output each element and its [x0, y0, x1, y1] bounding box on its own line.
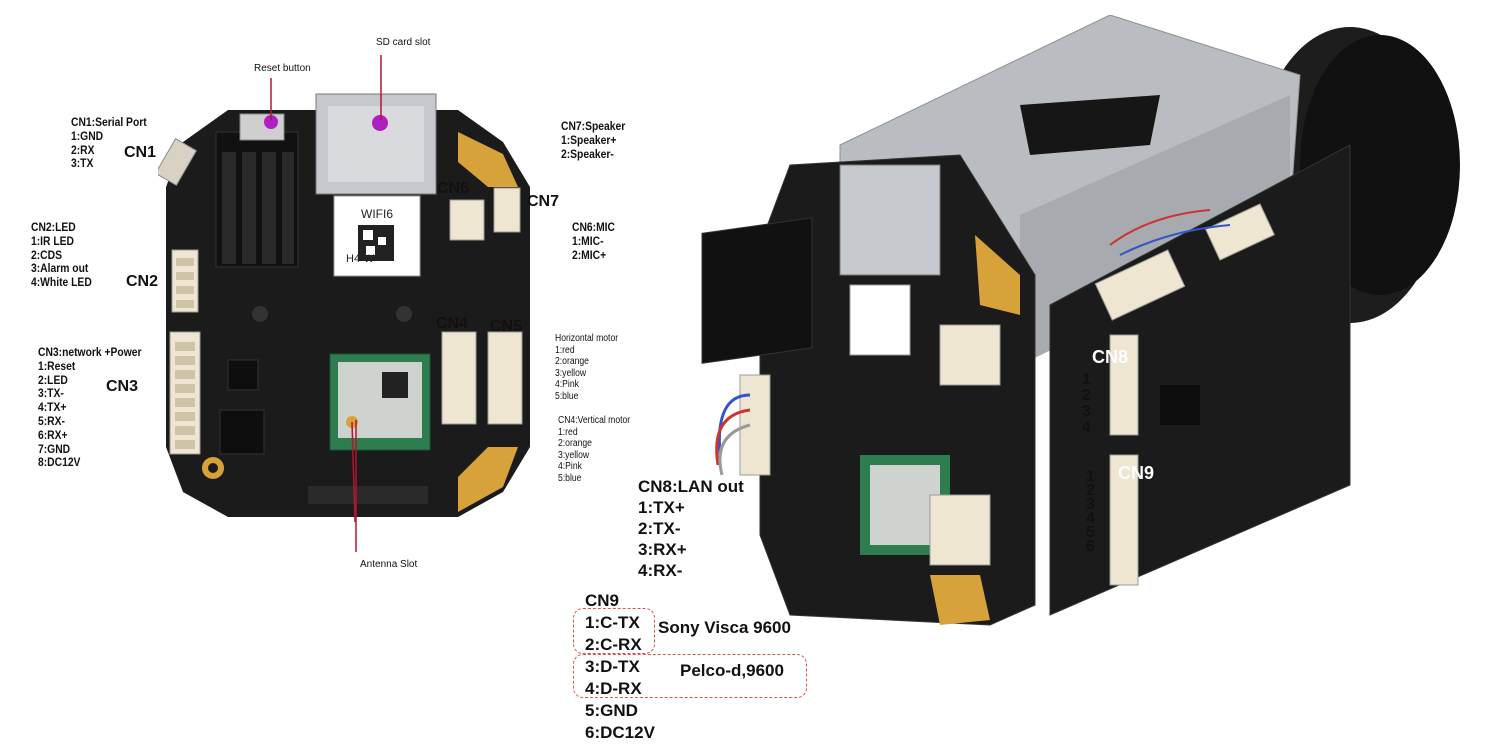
cn2-title: CN2:LED	[31, 220, 76, 234]
cn8-module-tag: CN8	[1092, 347, 1129, 367]
antenna-slot-callout: Antenna Slot	[360, 559, 418, 570]
cn9-pin-6: 6:DC12V	[585, 723, 655, 742]
cn6-pinout: CN6:MIC 1:MIC- 2:MIC+	[572, 220, 615, 262]
cn5-pin-3: 3:yellow	[555, 367, 587, 379]
cn4-title: CN4:Vertical motor	[558, 415, 631, 426]
cn9-module-pin-6: 6	[1086, 538, 1095, 555]
cn3-pin-1: 1:Reset	[38, 358, 76, 373]
cn9-pin-3: 3:D-TX	[585, 657, 640, 676]
cn7-pin-2: 2:Speaker-	[561, 146, 614, 161]
cn7-pin-1: 1:Speaker+	[561, 132, 617, 147]
cn2-pin-1: 1:IR LED	[31, 233, 75, 248]
cn3-pin-3: 3:TX-	[38, 386, 64, 401]
sony-visca-label: Sony Visca 9600	[658, 618, 791, 637]
chip-label-1: WIFI6	[361, 207, 393, 221]
cn9-pinout: CN9 1:C-TX 2:C-RX 3:D-TX 4:D-RX 5:GND 6:…	[585, 590, 655, 744]
cn3-pin-6: 6:RX+	[38, 427, 68, 442]
cn3-pin-8: 8:DC12V	[38, 455, 81, 470]
cn1-tag: CN1	[124, 144, 157, 161]
cn6-tag: CN6	[437, 180, 470, 197]
cn9-pin-5: 5:GND	[585, 701, 638, 720]
cn9-module-pin-5: 5	[1086, 524, 1095, 541]
cn9-module-pin-2: 2	[1086, 482, 1095, 499]
cn6-title: CN6:MIC	[572, 220, 615, 234]
cn9-module-pins: 1 2 3 4 5 6	[1086, 468, 1095, 555]
cn3-pinout: CN3:network +Power 1:Reset 2:LED 3:TX- 4…	[38, 345, 142, 470]
cn9-module-pin-4: 4	[1086, 510, 1095, 527]
cn4-pin-3: 3:yellow	[558, 449, 590, 461]
cn8-pin-2: 2:TX-	[638, 519, 681, 538]
chip-label-2: H4-W	[346, 253, 375, 265]
cn5-tag: CN5	[490, 318, 523, 335]
cn1-title: CN1:Serial Port	[71, 115, 147, 129]
cn9-title: CN9	[585, 591, 620, 610]
cn9-module-tag: CN9	[1118, 463, 1155, 483]
cn8-pin-3: 3:RX+	[638, 540, 687, 559]
cn7-tag: CN7	[527, 193, 560, 210]
cn1-pin-3: 3:TX	[71, 156, 94, 171]
cn2-pin-3: 3:Alarm out	[31, 261, 89, 276]
cn3-pin-5: 5:RX-	[38, 413, 65, 428]
cn4-pinout: CN4:Vertical motor 1:red 2:orange 3:yell…	[558, 415, 630, 484]
cn9-module-pin-3: 3	[1086, 496, 1095, 513]
sony-visca-group	[573, 608, 655, 654]
cn7-pinout: CN7:Speaker 1:Speaker+ 2:Speaker-	[561, 119, 626, 161]
cn5-title: Horizontal motor	[555, 333, 619, 344]
cn8-module-pin-2: 2	[1082, 387, 1091, 404]
cn8-pin-4: 4:RX-	[638, 561, 683, 580]
cn5-pin-5: 5:blue	[555, 390, 579, 402]
cn3-title: CN3:network +Power	[38, 345, 142, 359]
cn9-pin-1: 1:C-TX	[585, 613, 640, 632]
cn2-pinout: CN2:LED 1:IR LED 2:CDS 3:Alarm out 4:Whi…	[31, 220, 92, 290]
right-module-image	[701, 15, 1460, 626]
cn2-tag: CN2	[126, 273, 159, 290]
cn6-pin-1: 1:MIC-	[572, 233, 604, 248]
pelco-label: Pelco-d,9600	[680, 661, 784, 680]
cn8-module-pin-1: 1	[1082, 371, 1091, 388]
cn4-pin-5: 5:blue	[558, 472, 582, 484]
cn8-module-pin-3: 3	[1082, 403, 1091, 420]
cn6-pin-2: 2:MIC+	[572, 247, 607, 262]
cn3-tag: CN3	[106, 378, 139, 395]
cn5-pin-1: 1:red	[555, 344, 575, 356]
cn4-pin-2: 2:orange	[558, 438, 592, 449]
cn1-pin-1: 1:GND	[71, 128, 104, 143]
cn8-pinout: CN8:LAN out 1:TX+ 2:TX- 3:RX+ 4:RX-	[638, 476, 744, 581]
cn1-pin-2: 2:RX	[71, 142, 95, 157]
sd-card-slot-callout: SD card slot	[376, 37, 431, 48]
cn4-pin-1: 1:red	[558, 426, 578, 438]
pelco-group	[573, 654, 807, 698]
cn4-pin-4: 4:Pink	[558, 461, 582, 472]
cn2-pin-4: 4:White LED	[31, 275, 92, 290]
cn9-pin-4: 4:D-RX	[585, 679, 642, 698]
cn5-pinout: Horizontal motor 1:red 2:orange 3:yellow…	[555, 333, 618, 402]
reset-button-callout: Reset button	[254, 63, 311, 74]
cn5-pin-2: 2:orange	[555, 356, 589, 367]
cn9-module-pin-1: 1	[1086, 468, 1095, 485]
cn5-pin-4: 4:Pink	[555, 379, 579, 390]
cn3-pin-4: 4:TX+	[38, 400, 67, 415]
cn7-title: CN7:Speaker	[561, 119, 626, 133]
cn8-module-pins: 1 2 3 4	[1082, 372, 1091, 436]
cn8-title: CN8:LAN out	[638, 477, 744, 496]
cn9-pin-2: 2:C-RX	[585, 635, 642, 654]
cn3-pin-7: 7:GND	[38, 441, 71, 456]
cn1-pinout: CN1:Serial Port 1:GND 2:RX 3:TX	[71, 115, 147, 171]
cn8-pin-1: 1:TX+	[638, 498, 685, 517]
cn3-pin-2: 2:LED	[38, 372, 68, 387]
cn8-module-pin-4: 4	[1082, 419, 1091, 436]
cn4-tag: CN4	[436, 315, 469, 332]
cn2-pin-2: 2:CDS	[31, 247, 62, 262]
left-board-image: WIFI6 H4-W	[158, 93, 530, 522]
